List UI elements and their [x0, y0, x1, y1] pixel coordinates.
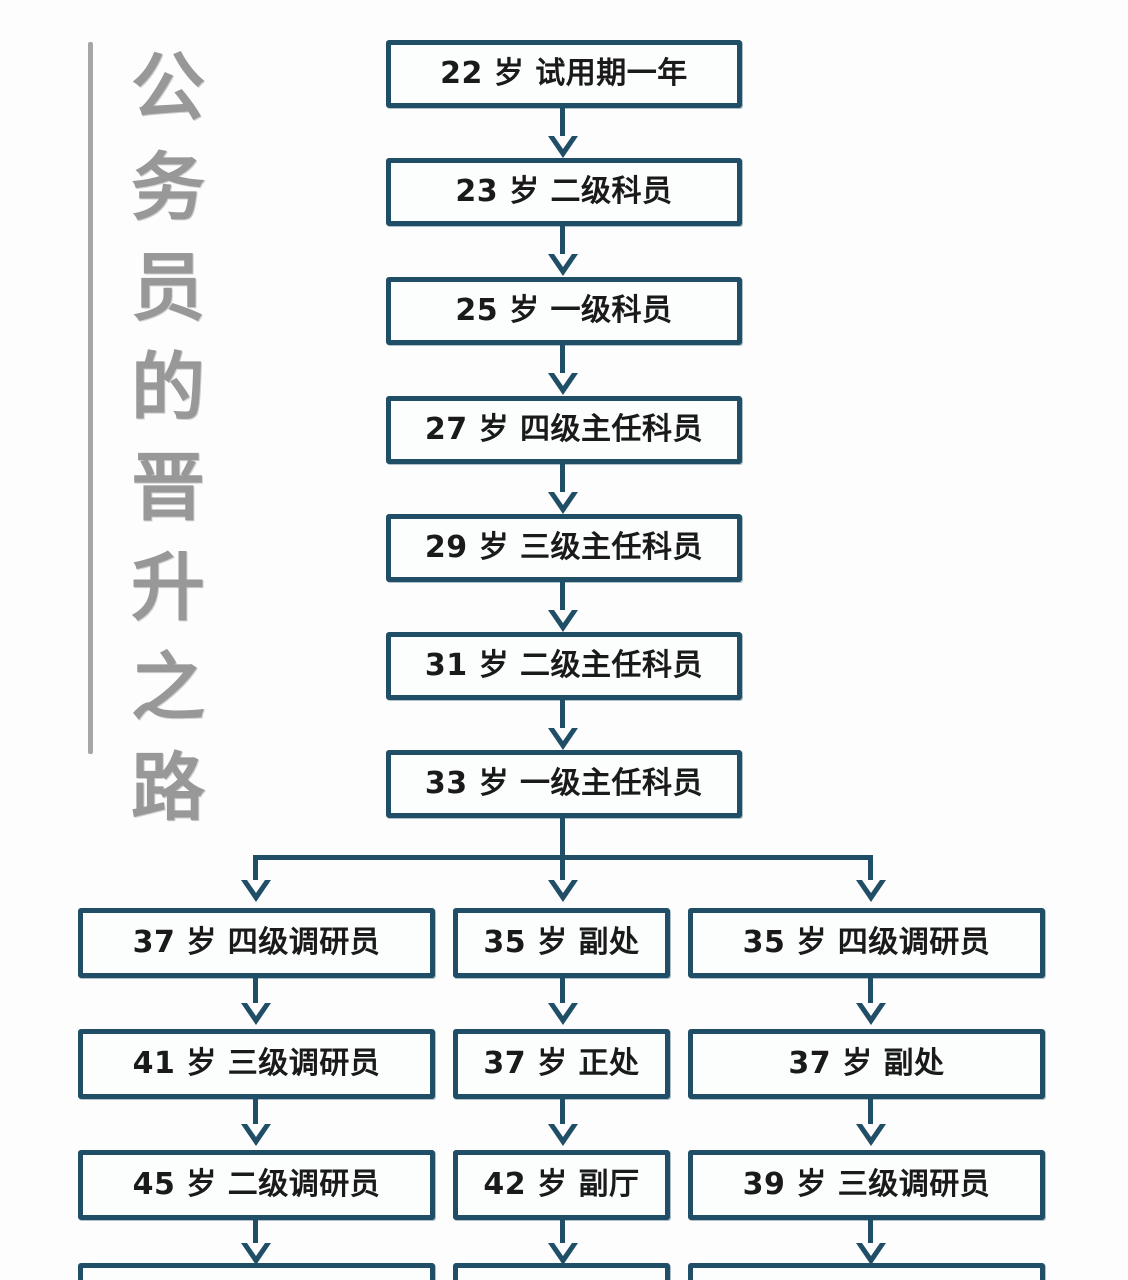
node-label: 35 岁 副处 [483, 925, 640, 960]
node-right-2[interactable]: 37 岁 副处 [688, 1029, 1045, 1099]
connector-mid-1-2 [560, 978, 565, 1008]
arrow-right-1-2 [856, 1003, 886, 1025]
connector-trunk-4-5 [560, 464, 565, 498]
node-right-3[interactable]: 39 岁 三级调研员 [688, 1150, 1045, 1220]
node-trunk-5[interactable]: 29 岁 三级主任科员 [386, 514, 742, 582]
node-trunk-7[interactable]: 33 岁 一级主任科员 [386, 750, 742, 818]
node-mid-3[interactable]: 42 岁 副厅 [453, 1150, 670, 1220]
connector-mid-3-4 [560, 1220, 565, 1250]
connector-left-1-2 [253, 978, 258, 1008]
connector-left-2-3 [253, 1099, 258, 1129]
arrow-mid-1-2 [548, 1003, 578, 1025]
arrow-trunk-4-5 [548, 492, 578, 514]
node-trunk-3[interactable]: 25 岁 一级科员 [386, 277, 742, 345]
node-mid-4-truncated[interactable] [453, 1263, 670, 1280]
node-left-4-truncated[interactable] [78, 1263, 435, 1280]
arrow-trunk-3-4 [548, 373, 578, 395]
node-label: 33 岁 一级主任科员 [424, 766, 704, 801]
node-right-4-truncated[interactable] [688, 1263, 1045, 1280]
arrow-branch-left [241, 880, 271, 902]
connector-right-3-4 [868, 1220, 873, 1250]
title-rule [88, 42, 93, 754]
arrow-trunk-2-3 [548, 254, 578, 276]
node-right-1[interactable]: 35 岁 四级调研员 [688, 908, 1045, 978]
connector-trunk-3-4 [560, 345, 565, 379]
connector-trunk-1-2 [560, 108, 565, 142]
arrow-right-2-3 [856, 1124, 886, 1146]
connector-mid-2-3 [560, 1099, 565, 1129]
node-left-1[interactable]: 37 岁 四级调研员 [78, 908, 435, 978]
connector-right-2-3 [868, 1099, 873, 1129]
page-title: 公 务 员 的 晋 升 之 路 [88, 38, 218, 831]
node-label: 22 岁 试用期一年 [440, 56, 688, 91]
node-label: 37 岁 四级调研员 [132, 925, 381, 960]
connector-trunk-5-6 [560, 582, 565, 616]
node-label: 25 岁 一级科员 [455, 293, 673, 328]
arrow-trunk-5-6 [548, 610, 578, 632]
arrow-mid-2-3 [548, 1124, 578, 1146]
arrow-trunk-6-7 [548, 728, 578, 750]
node-label: 35 岁 四级调研员 [742, 925, 991, 960]
node-mid-2[interactable]: 37 岁 正处 [453, 1029, 670, 1099]
node-label: 41 岁 三级调研员 [132, 1046, 381, 1081]
connector-branch-mid-drop [560, 855, 565, 883]
node-label: 45 岁 二级调研员 [132, 1167, 381, 1202]
connector-branch-stem [560, 818, 565, 858]
connector-trunk-6-7 [560, 700, 565, 734]
connector-trunk-2-3 [560, 226, 565, 260]
arrow-branch-mid [548, 880, 578, 902]
node-trunk-6[interactable]: 31 岁 二级主任科员 [386, 632, 742, 700]
arrow-left-2-3 [241, 1124, 271, 1146]
arrow-left-3-4 [241, 1243, 271, 1265]
node-trunk-2[interactable]: 23 岁 二级科员 [386, 158, 742, 226]
arrow-mid-3-4 [548, 1243, 578, 1265]
node-label: 37 岁 副处 [788, 1046, 945, 1081]
node-trunk-4[interactable]: 27 岁 四级主任科员 [386, 396, 742, 464]
node-label: 31 岁 二级主任科员 [424, 648, 704, 683]
node-label: 27 岁 四级主任科员 [424, 412, 704, 447]
node-label: 37 岁 正处 [483, 1046, 640, 1081]
node-mid-1[interactable]: 35 岁 副处 [453, 908, 670, 978]
node-left-3[interactable]: 45 岁 二级调研员 [78, 1150, 435, 1220]
page-title-text: 公 务 员 的 晋 升 之 路 [131, 45, 205, 831]
connector-right-1-2 [868, 978, 873, 1008]
connector-branch-right-drop [868, 855, 873, 883]
arrow-left-1-2 [241, 1003, 271, 1025]
arrow-trunk-1-2 [548, 136, 578, 158]
node-label: 42 岁 副厅 [483, 1167, 640, 1202]
connector-left-3-4 [253, 1220, 258, 1250]
node-label: 23 岁 二级科员 [455, 174, 673, 209]
node-label: 39 岁 三级调研员 [742, 1167, 991, 1202]
arrow-right-3-4 [856, 1243, 886, 1265]
arrow-branch-right [856, 880, 886, 902]
node-label: 29 岁 三级主任科员 [424, 530, 704, 565]
node-trunk-1[interactable]: 22 岁 试用期一年 [386, 40, 742, 108]
node-left-2[interactable]: 41 岁 三级调研员 [78, 1029, 435, 1099]
connector-branch-left-drop [253, 855, 258, 883]
